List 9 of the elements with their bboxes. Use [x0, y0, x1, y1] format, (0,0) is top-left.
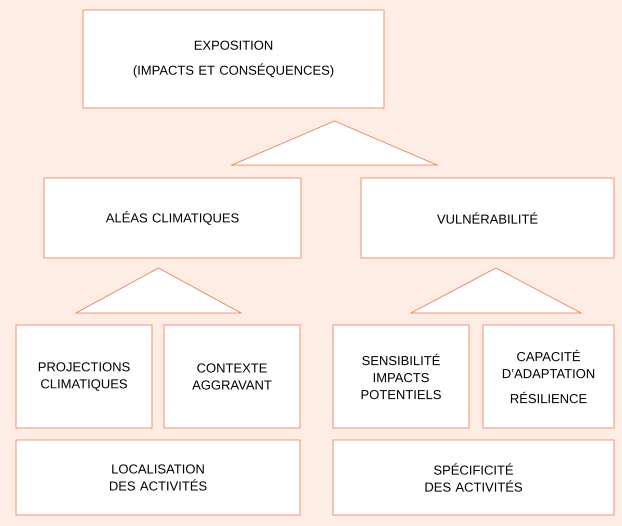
text-box: PROJECTIONS CLIMATIQUES — [16, 324, 152, 428]
text-box: CONTEXTE AGGRAVANT — [164, 324, 300, 428]
text-box: SENSIBILITÉ IMPACTS POTENTIELS — [332, 324, 470, 428]
text-box: EXPOSITION (IMPACTS ET CONSÉQUENCES) — [82, 10, 384, 108]
text-box: LOCALISATION DES ACTIVITÉS — [16, 440, 300, 516]
text-box: ALÉAS CLIMATIQUES — [44, 178, 302, 258]
text-box: VULNÉRABILITÉ — [360, 178, 614, 258]
text-box: CAPACITÉ D’ADAPTATION RÉSILIENCE — [482, 324, 614, 428]
text-box: SPÉCIFICITÉ DES ACTIVITÉS — [332, 440, 614, 516]
